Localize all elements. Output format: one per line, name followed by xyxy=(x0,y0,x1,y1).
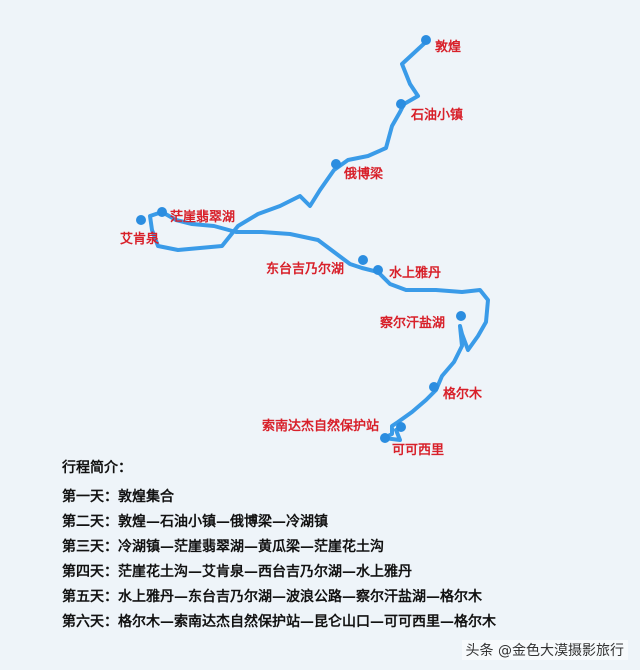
stop-marker-shiyou-town[interactable] xyxy=(396,99,406,109)
stop-marker-ebo-liang[interactable] xyxy=(331,159,341,169)
itinerary-day-1: 第一天：敦煌集合 xyxy=(62,487,632,512)
stop-marker-dongtai-lake[interactable] xyxy=(358,255,368,265)
stop-label-sonam-dargye-station: 索南达杰自然保护站 xyxy=(262,418,379,434)
stop-marker-golmud[interactable] xyxy=(429,382,439,392)
stop-marker-water-yardang[interactable] xyxy=(373,265,383,275)
watermark: 头条 @金色大漠摄影旅行 xyxy=(461,640,628,660)
itinerary-title: 行程简介： xyxy=(62,460,132,476)
itinerary-day-6: 第六天：格尔木—索南达杰自然保护站—昆仑山口—可可西里—格尔木 xyxy=(62,612,632,637)
day-route: 敦煌—石油小镇—俄博梁—冷湖镇 xyxy=(118,514,328,530)
stop-label-qarhan-salt-lake: 察尔汗盐湖 xyxy=(380,315,445,331)
itinerary-day-4: 第四天：茫崖花土沟—艾肯泉—西台吉乃尔湖—水上雅丹 xyxy=(62,562,632,587)
stop-label-dongtai-lake: 东台吉乃尔湖 xyxy=(266,261,344,277)
stop-marker-aiken-spring[interactable] xyxy=(136,215,146,225)
route-line xyxy=(148,38,490,442)
route-map: 敦煌 石油小镇 俄博梁 茫崖翡翠湖 艾肯泉 东台吉乃尔湖 水上雅丹 察尔汗盐湖 … xyxy=(120,35,490,458)
day-label: 第六天： xyxy=(62,614,118,630)
stop-marker-dunhuang[interactable] xyxy=(421,35,431,45)
day-route: 水上雅丹—东台吉乃尔湖—波浪公路—察尔汗盐湖—格尔木 xyxy=(118,589,482,605)
day-label: 第一天： xyxy=(62,489,118,505)
day-route: 冷湖镇—茫崖翡翠湖—黄瓜梁—茫崖花土沟 xyxy=(118,539,384,555)
stop-label-aiken-spring: 艾肯泉 xyxy=(120,231,160,247)
stop-label-hoh-xil: 可可西里 xyxy=(392,443,444,458)
stop-label-water-yardang: 水上雅丹 xyxy=(389,265,441,281)
stop-marker-mangya-emerald-lake[interactable] xyxy=(157,207,167,217)
stop-label-dunhuang: 敦煌 xyxy=(435,39,461,55)
itinerary-day-2: 第二天：敦煌—石油小镇—俄博梁—冷湖镇 xyxy=(62,512,632,537)
stop-marker-hoh-xil[interactable] xyxy=(380,433,390,443)
itinerary-day-5: 第五天：水上雅丹—东台吉乃尔湖—波浪公路—察尔汗盐湖—格尔木 xyxy=(62,587,632,612)
stop-label-shiyou-town: 石油小镇 xyxy=(410,107,463,123)
stop-label-golmud: 格尔木 xyxy=(443,386,483,402)
day-route: 敦煌集合 xyxy=(118,489,174,505)
day-route: 茫崖花土沟—艾肯泉—西台吉乃尔湖—水上雅丹 xyxy=(118,564,412,580)
stop-label-ebo-liang: 俄博梁 xyxy=(343,166,384,182)
day-label: 第三天： xyxy=(62,539,118,555)
stop-marker-qarhan-salt-lake[interactable] xyxy=(456,311,466,321)
day-label: 第五天： xyxy=(62,589,118,605)
itinerary-day-3: 第三天：冷湖镇—茫崖翡翠湖—黄瓜梁—茫崖花土沟 xyxy=(62,537,632,562)
day-label: 第二天： xyxy=(62,514,118,530)
stop-marker-sonam-dargye-station[interactable] xyxy=(396,422,406,432)
itinerary-section: 行程简介： 第一天：敦煌集合 第二天：敦煌—石油小镇—俄博梁—冷湖镇 第三天：冷… xyxy=(62,458,632,637)
stop-label-mangya-emerald-lake: 茫崖翡翠湖 xyxy=(170,209,235,225)
day-label: 第四天： xyxy=(62,564,118,580)
day-route: 格尔木—索南达杰自然保护站—昆仑山口—可可西里—格尔木 xyxy=(118,614,496,630)
